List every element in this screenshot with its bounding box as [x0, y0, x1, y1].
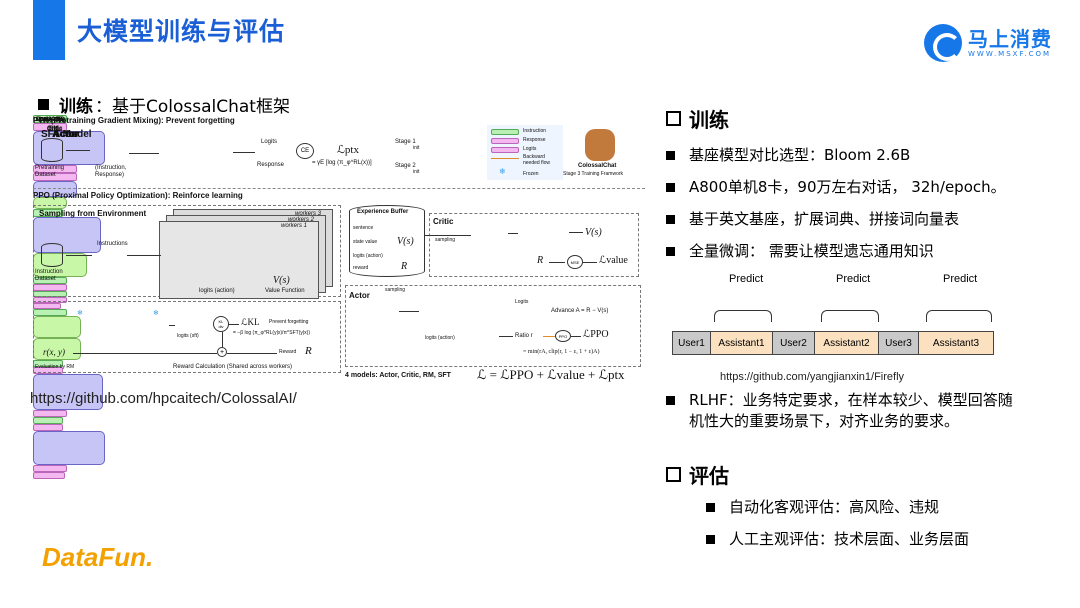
- pretraining-dataset-icon: [41, 138, 63, 162]
- instruction-block: [33, 115, 67, 123]
- pretraining-dataset-label: Pretraining Dataset: [35, 165, 65, 178]
- sft-model-box: Coati-13B SFT Model: [33, 117, 103, 410]
- train-heading: 训练: [666, 104, 729, 133]
- ppo-title: PPO (Proximal Policy Optimization): Rein…: [33, 191, 243, 200]
- critic-llama-box: LLaMA-7B Critic: [33, 117, 81, 338]
- predict-brace-3: [926, 310, 992, 322]
- predict-label-3: Predict: [943, 273, 978, 285]
- ppo-actor-box: Coati-13B Actor: [33, 117, 101, 253]
- firefly-sequence: User1 Assistant1 User2 Assistant2 User3 …: [672, 331, 994, 355]
- brand-name: 马上消费: [968, 27, 1052, 51]
- critic-panel: [429, 213, 639, 277]
- ppo-actor-2-box: Coati-13B Actor: [33, 117, 105, 465]
- seq-assistant3: Assistant3: [919, 332, 993, 354]
- train-bullet-4: 全量微调： 需要让模型遗忘通用知识: [666, 241, 934, 262]
- bullet-square-icon: [666, 151, 675, 160]
- bullet-square-icon: [666, 215, 675, 224]
- colossalai-url: https://github.com/hpcaitech/ColossalAI/: [30, 390, 297, 407]
- ce-node: CE: [296, 143, 314, 159]
- instruction-response-label: (Instruction, Response): [95, 165, 127, 178]
- instruction-dataset-icon: [41, 243, 63, 267]
- rlhf-bullet: RLHF：业务特定要求，在样本较少、模型回答随 机性大的重要场景下，对齐业务的要…: [666, 390, 1013, 432]
- left-heading-text: ：基于ColossalChat框架: [95, 97, 290, 117]
- train-bullet-1: 基座模型对比选型：Bloom 2.6B: [666, 145, 910, 166]
- hollow-square-icon: [666, 111, 681, 126]
- seq-user1: User1: [673, 332, 711, 354]
- eval-heading: 评估: [666, 460, 729, 489]
- colossalchat-diagram: PTX (Pretraining Gradient Mixing): Preve…: [33, 115, 645, 479]
- train-bullet-2: A800单机8卡，90万左右对话， 32h/epoch。: [666, 177, 1006, 198]
- reward-calc-panel: [33, 301, 341, 373]
- actor-panel: [345, 285, 641, 367]
- bullet-square-icon: [666, 183, 675, 192]
- predict-label-2: Predict: [836, 273, 871, 285]
- datafun-logo: DataFun.: [42, 542, 154, 572]
- legend-panel: Instruction Response Logits Backward nee…: [487, 125, 563, 180]
- bullet-square-icon: [706, 535, 715, 544]
- page-title: 大模型训练与评估: [77, 17, 286, 46]
- bullet-square-icon: [38, 99, 49, 110]
- seq-assistant1: Assistant1: [711, 332, 773, 354]
- firefly-url: https://github.com/yangjianxin1/Firefly: [720, 371, 905, 383]
- left-heading-bold: 训练: [59, 97, 93, 117]
- predict-brace-1: [714, 310, 772, 322]
- brand-url: WWW.MSXF.COM: [968, 50, 1052, 58]
- seq-user2: User2: [773, 332, 815, 354]
- seq-assistant2: Assistant2: [815, 332, 879, 354]
- header-accent-bar: [33, 0, 65, 60]
- sft-frozen-icon: ❄: [153, 310, 159, 317]
- bullet-square-icon: [666, 247, 675, 256]
- eval-bullet-2: 人工主观评估：技术层面、业务层面: [706, 529, 969, 550]
- eval-bullet-1: 自动化客观评估：高风险、违规: [706, 497, 939, 518]
- response-block-2: [33, 173, 77, 181]
- predict-label-1: Predict: [729, 273, 764, 285]
- frozen-snowflake-icon: ❄: [499, 167, 506, 176]
- left-heading: 训练 ：基于ColossalChat框架: [38, 92, 290, 117]
- experience-buffer: [349, 205, 425, 277]
- colossalchat-mascot-icon: [585, 129, 615, 161]
- seq-user3: User3: [879, 332, 919, 354]
- bullet-square-icon: [706, 503, 715, 512]
- brand-logo: 马上消费 WWW.MSXF.COM: [924, 24, 1052, 62]
- brand-mark-icon: [924, 24, 962, 62]
- ptx-title: PTX (Pretraining Gradient Mixing): Preve…: [33, 116, 235, 125]
- bullet-square-icon: [666, 396, 675, 405]
- predict-brace-2: [821, 310, 879, 322]
- hollow-square-icon: [666, 467, 681, 482]
- logits-block: [33, 165, 77, 173]
- stage2-llama-box: LLaMA-7B: [33, 117, 67, 209]
- rm-frozen-icon: ❄: [77, 310, 83, 317]
- train-bullet-3: 基于英文基座，扩展词典、拼接词向量表: [666, 209, 959, 230]
- response-block: [33, 123, 67, 131]
- stage1-coati-box: Coati-13B: [33, 118, 77, 197]
